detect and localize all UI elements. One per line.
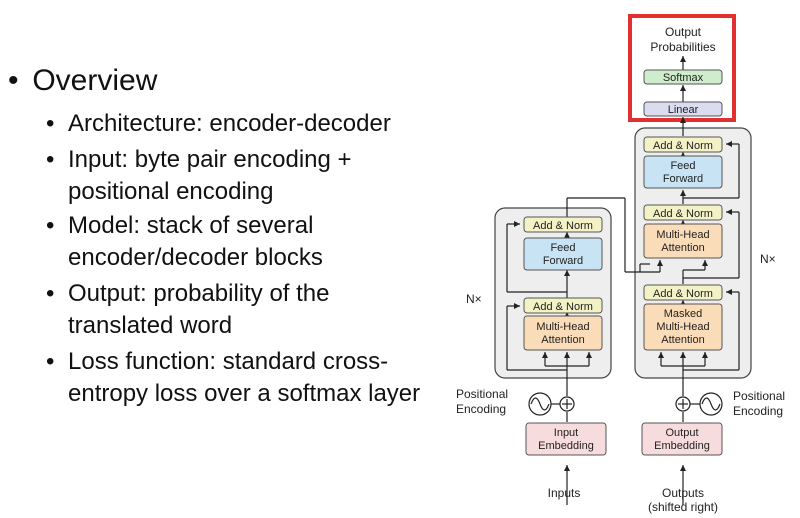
softmax-box: Softmax: [643, 69, 723, 85]
decoder-sine-wave-icon: [699, 392, 723, 416]
output-probabilities-line1: Output: [665, 25, 702, 39]
feed-forward-line1: Feed: [550, 242, 575, 254]
heading-text: Overview: [32, 64, 158, 97]
encoder-positional-line2: Encoding: [456, 402, 506, 416]
bullet-dot: •: [46, 348, 55, 375]
linear-label: Linear: [668, 104, 699, 116]
feed-forward-line1: Feed: [670, 160, 695, 172]
masked-line1: Masked: [664, 308, 703, 320]
input-embedding-line1: Input: [554, 427, 578, 439]
inputs-label: Inputs: [548, 486, 581, 500]
masked-line3: Attention: [661, 334, 704, 346]
add-norm-label: Add & Norm: [653, 208, 713, 220]
connection-lines: [506, 56, 740, 505]
masked-line2: Multi-Head: [656, 321, 709, 333]
bullet-dot: •: [46, 110, 55, 137]
decoder-positional-line1: Positional: [733, 389, 785, 403]
attention-line2: Attention: [661, 242, 704, 254]
feed-forward-line2: Forward: [543, 255, 583, 267]
bullet-dot: •: [46, 280, 55, 307]
output-embedding-line2: Embedding: [654, 440, 710, 452]
add-norm-label: Add & Norm: [653, 288, 713, 300]
decoder-add-norm-top: Add & Norm: [643, 136, 723, 153]
bullet-dot: •: [46, 212, 55, 239]
encoder-add-norm-bottom: Add & Norm: [523, 297, 603, 314]
decoder-feed-forward: Feed Forward: [643, 155, 723, 189]
decoder-positional-line2: Encoding: [733, 404, 783, 418]
add-norm-label: Add & Norm: [533, 220, 593, 232]
input-embedding-box: Input Embedding: [525, 422, 607, 456]
add-norm-label: Add & Norm: [653, 140, 713, 152]
bullet-text: Loss function: standard cross- entropy l…: [68, 348, 421, 407]
attention-line1: Multi-Head: [656, 229, 709, 241]
softmax-label: Softmax: [663, 72, 704, 84]
add-norm-label: Add & Norm: [533, 301, 593, 313]
feed-forward-line2: Forward: [663, 173, 703, 185]
encoder-multi-head-attention: Multi-Head Attention: [523, 315, 603, 351]
bullet-dot: •: [46, 146, 55, 173]
output-embedding-box: Output Embedding: [641, 422, 723, 456]
output-probabilities-line2: Probabilities: [650, 40, 715, 54]
decoder-add-norm-bottom: Add & Norm: [643, 284, 723, 301]
bullet-text: Model: stack of several encoder/decoder …: [68, 212, 323, 271]
bullet-heading: • Overview: [8, 64, 157, 98]
encoder-nx-label: N×: [466, 292, 482, 306]
encoder-block: [494, 207, 612, 379]
outputs-label-line2: (shifted right): [648, 500, 718, 514]
outputs-label-line1: Outputs: [662, 486, 704, 500]
bullet-text: Architecture: encoder-decoder: [68, 110, 391, 137]
decoder-masked-multi-head-attention: Masked Multi-Head Attention: [643, 303, 723, 351]
attention-line2: Attention: [541, 334, 584, 346]
bullet-dot: •: [8, 64, 19, 97]
linear-box: Linear: [643, 101, 723, 117]
decoder-nx-label: N×: [760, 252, 776, 266]
decoder-add-norm-middle: Add & Norm: [643, 204, 723, 221]
input-embedding-line2: Embedding: [538, 440, 594, 452]
encoder-sine-wave-icon: [528, 392, 552, 416]
encoder-add-circle: [559, 396, 575, 412]
encoder-feed-forward: Feed Forward: [523, 237, 603, 271]
bullet-list: • Overview • Architecture: encoder-decod…: [8, 64, 420, 407]
bullet-text: Output: probability of the translated wo…: [68, 280, 330, 339]
output-embedding-line1: Output: [665, 427, 698, 439]
decoder-multi-head-attention: Multi-Head Attention: [643, 223, 723, 259]
decoder-add-circle: [675, 396, 691, 412]
attention-line1: Multi-Head: [536, 321, 589, 333]
bullet-text: Input: byte pair encoding + positional e…: [68, 146, 352, 205]
encoder-positional-line1: Positional: [456, 387, 508, 401]
encoder-add-norm-top: Add & Norm: [523, 216, 603, 233]
